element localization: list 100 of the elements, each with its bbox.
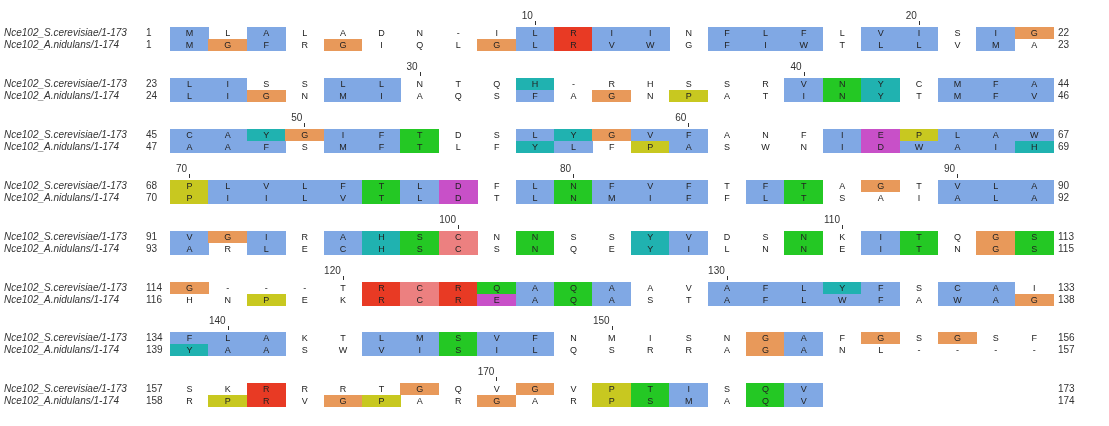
residue-letter: A: [915, 293, 924, 306]
residue-letter: S: [400, 230, 440, 243]
residue-letter: S: [684, 77, 693, 90]
residue-letter: G: [592, 89, 632, 102]
residue-letter: S: [723, 383, 732, 396]
residue-letter: R: [300, 39, 309, 51]
residue-letter: A: [838, 179, 847, 192]
residue-letter: T: [899, 230, 939, 243]
residue-letter: S: [646, 293, 655, 306]
residue-letter: N: [569, 332, 578, 345]
residue-letter: S: [300, 344, 309, 357]
end-position: 156: [1058, 332, 1075, 345]
residue-letter: G: [477, 39, 517, 51]
residue-letter: V: [784, 383, 824, 396]
residue-letter: Y: [170, 344, 209, 357]
residue-letter: T: [400, 128, 440, 141]
residue-letter: T: [362, 179, 401, 192]
residue-letter: S: [838, 191, 847, 204]
end-position: 92: [1058, 191, 1070, 204]
residue-letter: F: [608, 140, 616, 153]
residue-letter: R: [246, 383, 286, 396]
residue-letter: W: [784, 39, 824, 51]
residue-letter: L: [976, 179, 1016, 192]
residue-letter: F: [976, 77, 1016, 90]
residue-letter: A: [246, 27, 286, 39]
residue-letter: M: [669, 395, 709, 408]
residue-letter: -: [570, 77, 576, 90]
residue-letter: N: [646, 89, 655, 102]
residue-letter: Y: [630, 230, 670, 243]
residue-letter: I: [861, 230, 901, 243]
residue-letter: E: [861, 128, 901, 141]
residue-letter: N: [822, 77, 862, 90]
residue-letter: L: [746, 27, 785, 39]
position-number: 20: [904, 10, 917, 21]
residue-letter: V: [300, 395, 309, 408]
position-number: 10: [520, 10, 533, 21]
residue-letter: T: [915, 179, 923, 192]
residue-letter: S: [684, 332, 693, 345]
residue-letter: N: [492, 230, 501, 243]
position-number: 130: [707, 264, 725, 276]
residue-letter: -: [225, 281, 231, 294]
residue-letter: G: [400, 383, 440, 396]
residue-letter: L: [899, 39, 939, 51]
end-position: 44: [1058, 77, 1070, 90]
position-number: 170: [476, 366, 495, 378]
position-number: 30: [405, 60, 418, 72]
residue-letter: G: [976, 230, 1016, 243]
residue-letter: S: [300, 140, 309, 153]
end-position: 67: [1058, 128, 1070, 141]
residue-letter: H: [362, 230, 401, 243]
residue-letter: W: [337, 344, 349, 357]
residue-letter: N: [415, 27, 425, 39]
start-position: 24: [146, 89, 158, 102]
end-position: 69: [1058, 140, 1070, 153]
residue-letter: S: [761, 230, 770, 243]
end-position: 138: [1058, 293, 1075, 306]
residue-letter: S: [569, 230, 578, 243]
residue-letter: G: [515, 383, 555, 396]
residue-letter: Y: [822, 281, 862, 294]
residue-letter: R: [300, 383, 309, 396]
residue-letter: V: [784, 77, 824, 90]
residue-letter: I: [822, 128, 862, 141]
residue-letter: T: [784, 179, 824, 192]
residue-letter: G: [1014, 293, 1054, 306]
residue-letter: S: [185, 383, 194, 396]
position-number: 50: [290, 111, 303, 123]
residue-letter: A: [339, 27, 348, 39]
residue-letter: A: [323, 230, 363, 243]
residue-letter: V: [784, 395, 824, 408]
start-position: 139: [146, 344, 163, 357]
residue-letter: P: [592, 395, 632, 408]
position-number: 140: [207, 315, 226, 327]
residue-letter: N: [761, 242, 770, 255]
residue-letter: P: [246, 293, 286, 306]
position-number: 40: [789, 60, 802, 72]
start-position: 114: [146, 281, 162, 294]
residue-letter: S: [1014, 230, 1054, 243]
start-position: 91: [146, 230, 158, 243]
residue-letter: A: [784, 332, 824, 345]
residue-letter: V: [630, 179, 670, 192]
residue-letter: S: [300, 77, 309, 90]
end-position: 174: [1058, 395, 1075, 408]
residue-letter: A: [723, 128, 732, 141]
residue-letter: N: [722, 332, 732, 345]
residue-letter: R: [761, 77, 770, 90]
position-number: 150: [591, 315, 610, 327]
residue-letter: S: [492, 128, 501, 141]
residue-letter: I: [899, 27, 939, 39]
residue-letter: I: [1032, 281, 1037, 294]
position-number: 80: [559, 162, 572, 174]
residue-letter: F: [669, 128, 709, 141]
residue-letter: A: [976, 281, 1016, 294]
residue-letter: A: [208, 344, 248, 357]
position-number: 90: [943, 162, 956, 174]
residue-letter: -: [916, 344, 922, 357]
residue-letter: V: [669, 230, 709, 243]
residue-letter: F: [746, 179, 785, 192]
residue-letter: V: [569, 383, 578, 396]
residue-letter: Q: [568, 344, 578, 357]
sequence-name: Nce102_S.cerevisiae/1-173: [4, 77, 127, 90]
